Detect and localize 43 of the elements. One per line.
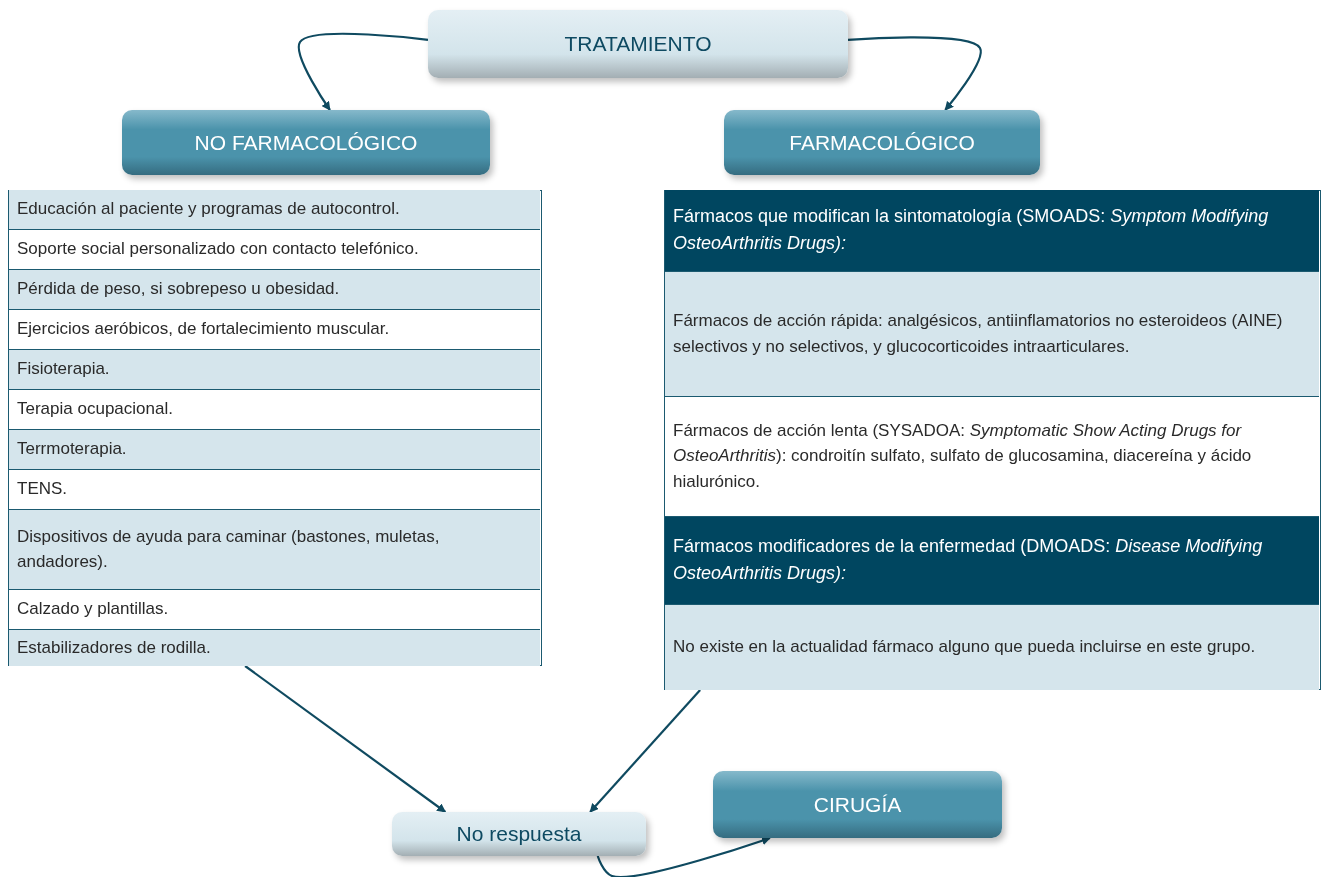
row-text: TENS.	[17, 478, 68, 501]
arrow	[244, 665, 447, 813]
row-text: Terapia ocupacional.	[17, 398, 173, 421]
arrow	[589, 689, 701, 813]
box-label: CIRUGÍA	[813, 792, 902, 817]
rounded-box	[392, 812, 646, 856]
table-row	[665, 604, 1319, 690]
row-text: Estabilizadores de rodilla.	[17, 636, 211, 659]
arrow	[847, 36, 982, 111]
row-text: Fármacos de acción lenta (SYSADOA: Symptomatic Show Acting Drugs for OsteoArthritis): condroitín sulfato, sulfato de glucosamina, diacereína y ácido hialurónico.	[673, 419, 1253, 493]
arrow	[596, 836, 771, 877]
row-text: Soporte social personalizado con contacto telefónico.	[17, 238, 419, 261]
table-row	[9, 629, 540, 666]
table-row	[9, 429, 540, 470]
table-frame	[8, 190, 542, 666]
table-row	[9, 509, 540, 590]
rounded-box	[428, 10, 848, 78]
table-header-row	[665, 516, 1319, 605]
arrow	[297, 32, 429, 111]
row-text: Calzado y plantillas.	[17, 598, 169, 621]
box-label: NO FARMACOLÓGICO	[194, 130, 418, 155]
rounded-box	[122, 110, 490, 175]
rounded-box	[713, 771, 1002, 838]
table-row	[9, 349, 540, 390]
box-label: TRATAMIENTO	[564, 32, 712, 56]
row-text: Terrmoterapia.	[17, 438, 127, 461]
table-row	[9, 189, 540, 230]
row-text: Fisioterapia.	[17, 358, 110, 381]
row-text: Pérdida de peso, si sobrepeso u obesidad.	[17, 278, 340, 301]
row-text: Fármacos modificadores de la enfermedad (DMOADS: Disease Modifying OsteoArthritis Drugs):	[673, 535, 1264, 585]
table-header-row	[665, 189, 1319, 272]
row-text: Ejercicios aeróbicos, de fortalecimiento muscular.	[17, 318, 390, 341]
row-text: Educación al paciente y programas de autocontrol.	[17, 198, 400, 221]
box-label: FARMACOLÓGICO	[789, 130, 975, 155]
table-row	[9, 269, 540, 310]
table-row	[665, 271, 1319, 397]
table-frame	[664, 190, 1321, 690]
rounded-box	[724, 110, 1040, 175]
row-text: Fármacos de acción rápida: analgésicos, antiinflamatorios no esteroideos (AINE) selectivos y no selectivos, y glucocorticoides intraarticulares.	[673, 310, 1284, 358]
row-text: No existe en la actualidad fármaco alguno que pueda incluirse en este grupo.	[673, 636, 1256, 659]
box-label: No respuesta	[456, 822, 582, 846]
row-text: Fármacos que modifican la sintomatología (SMOADS: Symptom Modifying OsteoArthritis Drugs):	[673, 205, 1270, 255]
row-text: Dispositivos de ayuda para caminar (bastones, muletas, andadores).	[17, 525, 441, 573]
